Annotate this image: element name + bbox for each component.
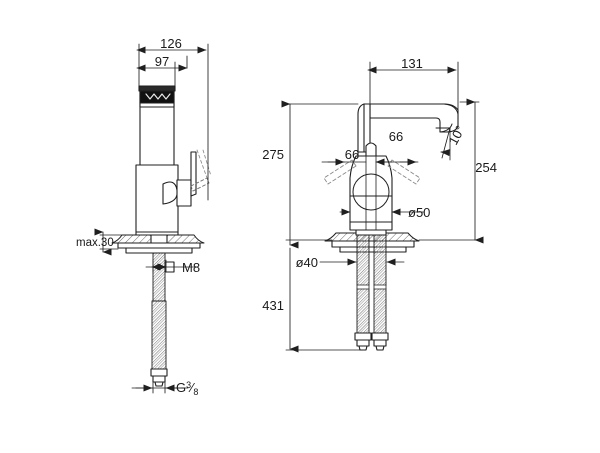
side-view-geometry bbox=[323, 103, 459, 351]
dim-side-body-dia-50: ø50 bbox=[408, 205, 430, 220]
dim-side-shank-dia-40: ø40 bbox=[296, 255, 318, 270]
front-view-dimensions bbox=[94, 43, 209, 394]
dim-side-height-254: 254 bbox=[475, 160, 497, 175]
dim-front-width-97: 97 bbox=[155, 54, 169, 69]
dim-side-hose-431: 431 bbox=[262, 298, 284, 313]
dim-side-reach-131: 131 bbox=[401, 56, 423, 71]
front-view-geometry bbox=[111, 85, 212, 387]
side-view-dimensions bbox=[281, 61, 484, 353]
dim-side-handle-left-66: 66 bbox=[345, 147, 359, 162]
dim-front-width-126: 126 bbox=[160, 36, 182, 51]
dim-front-supply-thread: G3⁄8 bbox=[176, 380, 198, 397]
dim-front-stud-m8: M8 bbox=[182, 260, 200, 275]
dim-front-deck-max: max.30 bbox=[76, 237, 114, 249]
dim-side-handle-right-66: 66 bbox=[389, 129, 403, 144]
dim-side-height-275: 275 bbox=[262, 147, 284, 162]
